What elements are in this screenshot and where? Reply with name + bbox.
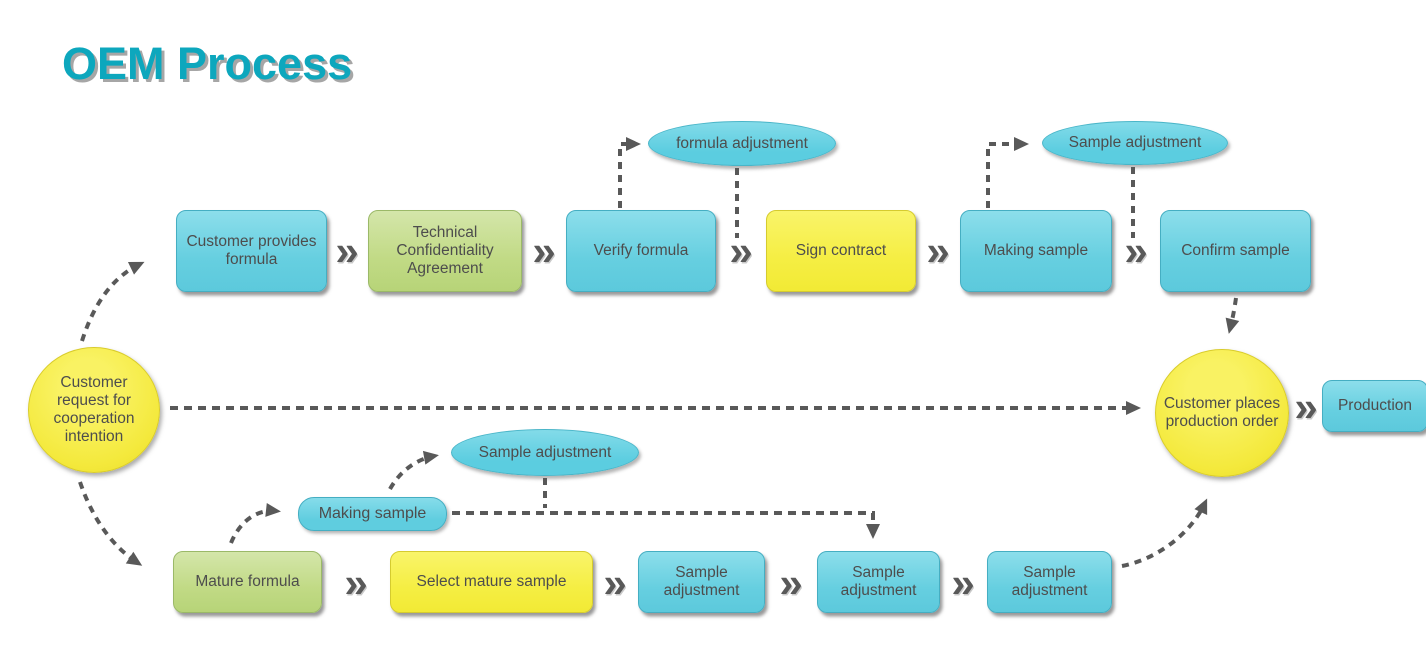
node-label: Verify formula <box>593 242 689 260</box>
chevron-arrow-icon: » <box>729 227 753 274</box>
node-label: Sample adjustment <box>840 564 917 599</box>
connector-adjustment3-to-order-circle <box>1121 498 1208 568</box>
node-label: Making sample <box>318 504 427 522</box>
node-label: Sample adjustment <box>663 564 740 599</box>
node-label: Sample adjustment <box>1068 134 1202 152</box>
node-sample-adjustment-2: Sample adjustment <box>817 551 940 613</box>
node-formula-adjustment-ellipse: formula adjustment <box>648 121 836 166</box>
node-start-circle: Customer request for cooperation intenti… <box>28 347 160 473</box>
node-production: Production <box>1322 380 1426 432</box>
node-label: Making sample <box>983 242 1089 260</box>
chevron-arrow-icon: » <box>1294 383 1318 430</box>
node-verify-formula: Verify formula <box>566 210 716 292</box>
node-making-sample-bottom: Making sample <box>298 497 447 531</box>
node-label: Sign contract <box>795 242 887 260</box>
node-confirm-sample: Confirm sample <box>1160 210 1311 292</box>
page-title: OEM Process <box>62 38 353 89</box>
chevron-arrow-icon: » <box>779 559 803 606</box>
chevron-arrow-icon: » <box>1124 227 1148 274</box>
node-customer-provides-formula: Customer provides formula <box>176 210 327 292</box>
connector-making-sample-to-adjustment-ellipse <box>388 450 439 491</box>
connector-mature-formula-to-making-sample <box>229 502 281 544</box>
node-label: Production <box>1337 397 1413 415</box>
node-label: Sample adjustment <box>1011 564 1088 599</box>
chevron-arrow-icon: » <box>532 227 556 274</box>
node-sign-contract: Sign contract <box>766 210 916 292</box>
chevron-arrow-icon: » <box>603 559 627 606</box>
node-select-mature-sample: Select mature sample <box>390 551 593 613</box>
node-label: Select mature sample <box>416 573 567 591</box>
chevron-arrow-icon: » <box>951 559 975 606</box>
node-label: formula adjustment <box>676 134 808 152</box>
node-sample-adjustment-3: Sample adjustment <box>987 551 1112 613</box>
node-label: Customer provides formula <box>186 233 317 268</box>
node-label: Mature formula <box>195 573 300 591</box>
connector-start-to-mature-formula <box>78 481 143 566</box>
connector-making-sample-to-sample-adjustment-2 <box>452 511 880 539</box>
connector-start-to-provides-formula <box>80 261 145 342</box>
node-making-sample-top: Making sample <box>960 210 1112 292</box>
node-sample-adjustment-ellipse-top: Sample adjustment <box>1042 121 1228 165</box>
node-technical-confidentiality-agreement: Technical Confidentiality Agreement <box>368 210 522 292</box>
node-sample-adjustment-1: Sample adjustment <box>638 551 765 613</box>
chevron-arrow-icon: » <box>344 559 368 606</box>
node-label: Customer request for cooperation intenti… <box>53 374 135 445</box>
node-mature-formula: Mature formula <box>173 551 322 613</box>
node-label: Confirm sample <box>1181 242 1290 260</box>
node-label: Technical Confidentiality Agreement <box>396 224 494 277</box>
connector-confirm-sample-to-order-circle <box>1225 297 1240 334</box>
chevron-arrow-icon: » <box>926 227 950 274</box>
node-sample-adjustment-ellipse-bottom: Sample adjustment <box>451 429 639 476</box>
node-label: Customer places production order <box>1163 395 1281 430</box>
connector-verify-to-formula-adjustment <box>618 137 641 208</box>
connector-making-sample-to-sample-adjustment <box>986 137 1029 208</box>
node-label: Sample adjustment <box>478 443 612 461</box>
node-production-order-circle: Customer places production order <box>1155 349 1289 477</box>
chevron-arrow-icon: » <box>335 227 359 274</box>
